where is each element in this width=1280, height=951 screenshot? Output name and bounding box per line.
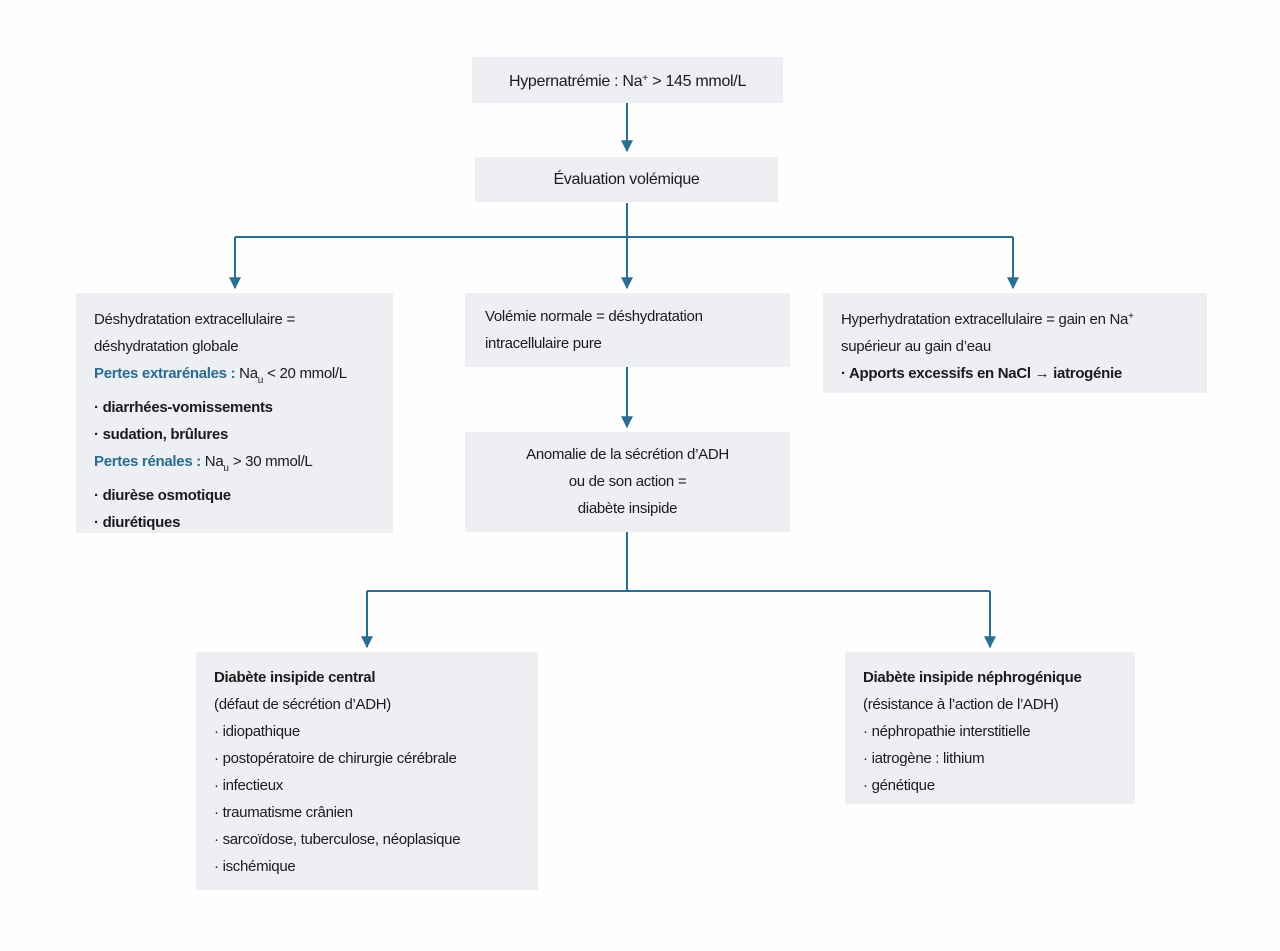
right-box-line1: Hyperhydratation extracellulaire = gain … bbox=[841, 303, 1195, 333]
branch-bottom-trunk bbox=[367, 532, 990, 592]
bullet-sweating-burns: · sudation, brûlures bbox=[94, 426, 229, 443]
bullet-head-trauma: · traumatisme crânien bbox=[214, 804, 353, 821]
urinary-subscript: u bbox=[257, 375, 264, 386]
hyperhydration-text: Hyperhydratation extracellulaire = gain … bbox=[841, 311, 1129, 328]
bullet-postoperative: · postopératoire de chirurgie cérébrale bbox=[214, 750, 457, 767]
hypernatremia-text: Hypernatrémie : Na bbox=[508, 73, 643, 90]
node-extracellular-dehydration: Déshydratation extracellulaire = déshydr… bbox=[76, 293, 393, 533]
urinary-subscript: u bbox=[223, 463, 229, 474]
bullet-idiopathic: · idiopathique bbox=[214, 723, 300, 740]
renal-sodium: Na bbox=[200, 453, 224, 470]
left-box-line2: déshydratation globale bbox=[94, 338, 239, 355]
nephro-di-subtitle: (résistance à l’action de l’ADH) bbox=[863, 696, 1059, 713]
node-nephrogenic-diabetes-insipidus: Diabète insipide néphrogénique (résistan… bbox=[845, 652, 1135, 804]
extrarenal-losses-line: Pertes extrarénales : Nau < 20 mmol/L bbox=[94, 360, 379, 394]
bullet-diarrhea-vomiting: · diarrhées-vomissements bbox=[94, 399, 273, 416]
bullet-diuretics: · diurétiques bbox=[94, 514, 181, 531]
adh-line3: diabète insipide bbox=[577, 500, 678, 517]
nephro-di-title: Diabète insipide néphrogénique bbox=[863, 669, 1082, 686]
adh-line2: ou de son action = bbox=[568, 473, 687, 490]
bullet-genetic: · génétique bbox=[863, 777, 935, 794]
node-normal-volemia: Volémie normale = déshydratation intrace… bbox=[465, 293, 790, 367]
sodium-superscript: + bbox=[1128, 311, 1134, 322]
hypernatremia-label: Hypernatrémie : Na+ > 145 mmol/L bbox=[509, 65, 746, 95]
bullet-lithium: · iatrogène : lithium bbox=[863, 750, 985, 767]
right-box-line2: supérieur au gain d’eau bbox=[841, 338, 991, 355]
adh-line1: Anomalie de la sécrétion d’ADH bbox=[526, 446, 729, 463]
central-di-subtitle: (défaut de sécrétion d’ADH) bbox=[214, 696, 391, 713]
renal-losses-line: Pertes rénales : Nau > 30 mmol/L bbox=[94, 448, 379, 482]
bullet-osmotic-diuresis: · diurèse osmotique bbox=[94, 487, 231, 504]
bullet-interstitial-nephropathy: · néphropathie interstitielle bbox=[863, 723, 1031, 740]
evaluation-label: Évaluation volémique bbox=[553, 171, 700, 188]
central-di-title: Diabète insipide central bbox=[214, 669, 376, 686]
middle-box-line1: Volémie normale = déshydratation bbox=[485, 308, 703, 325]
node-central-diabetes-insipidus: Diabète insipide central (défaut de sécr… bbox=[196, 652, 538, 890]
node-hypernatremia: Hypernatrémie : Na+ > 145 mmol/L bbox=[472, 57, 783, 103]
renal-losses-label: Pertes rénales : bbox=[94, 453, 201, 470]
node-volemic-evaluation: Évaluation volémique bbox=[475, 157, 778, 202]
renal-threshold: > 30 mmol/L bbox=[228, 453, 313, 470]
left-box-line1: Déshydratation extracellulaire = bbox=[94, 311, 295, 328]
bullet-ischemic: · ischémique bbox=[214, 858, 296, 875]
node-adh-anomaly: Anomalie de la sécrétion d’ADH ou de son… bbox=[465, 432, 790, 532]
extrarenal-threshold: < 20 mmol/L bbox=[263, 365, 347, 382]
node-extracellular-hyperhydration: Hyperhydratation extracellulaire = gain … bbox=[823, 293, 1207, 393]
bullet-excess-nacl: · Apports excessifs en NaCl → iatrogénie bbox=[841, 365, 1122, 382]
bullet-infectious: · infectieux bbox=[214, 777, 283, 794]
middle-box-line2: intracellulaire pure bbox=[485, 335, 602, 352]
extrarenal-losses-label: Pertes extrarénales : bbox=[94, 365, 236, 382]
branch-top-trunk bbox=[235, 203, 1013, 238]
extrarenal-sodium: Na bbox=[235, 365, 258, 382]
sodium-superscript: + bbox=[642, 73, 649, 84]
bullet-sarcoidosis: · sarcoïdose, tuberculose, néoplasique bbox=[214, 831, 461, 848]
hypernatremia-threshold: > 145 mmol/L bbox=[648, 73, 747, 90]
